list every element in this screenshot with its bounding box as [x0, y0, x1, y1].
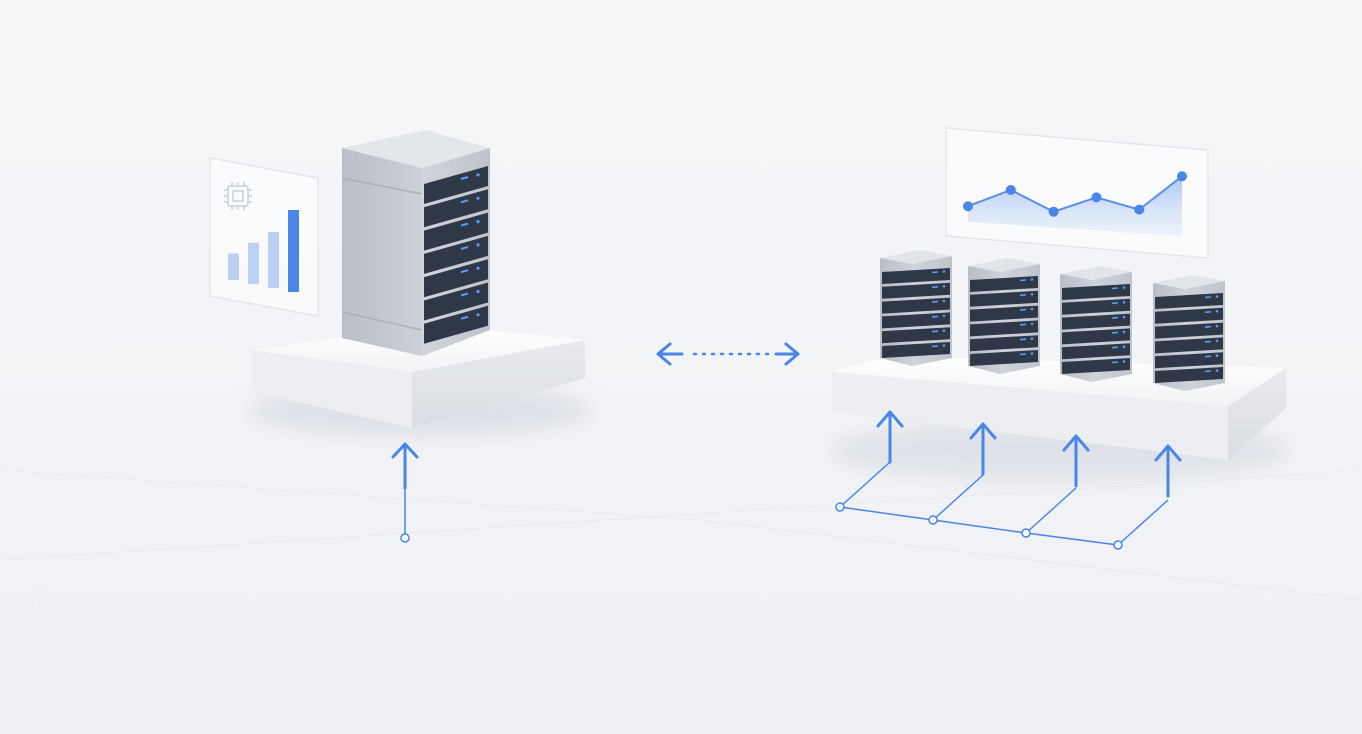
- up-arrow-1: [876, 410, 904, 464]
- drive-bay: [424, 235, 488, 274]
- server-2: [968, 258, 1040, 374]
- drive-bay: [970, 350, 1038, 366]
- drive-bay: [882, 312, 950, 329]
- up-arrow-4: [1154, 444, 1182, 498]
- drive-bay: [1155, 352, 1223, 369]
- drive-bay: [1062, 298, 1130, 315]
- drive-bay: [424, 166, 488, 204]
- server-4: [1153, 275, 1225, 391]
- bidirectional-dotted-arrow: [656, 342, 800, 366]
- large-server-tower: [341, 130, 490, 356]
- point-2: [1005, 184, 1016, 195]
- drive-bay: [1062, 343, 1130, 360]
- floor-grid: [0, 469, 1362, 734]
- bar-4: [288, 210, 299, 292]
- drive-bay: [970, 290, 1038, 307]
- point-3: [1048, 206, 1059, 217]
- right-line-points: [963, 171, 1187, 217]
- bar-1: [228, 253, 239, 280]
- drive-bay: [424, 282, 488, 321]
- point-1: [963, 201, 973, 212]
- drive-bay: [882, 282, 950, 299]
- point-4: [1091, 192, 1102, 203]
- drive-bay: [882, 268, 950, 284]
- drive-bay: [970, 276, 1038, 292]
- drive-bay: [1062, 313, 1130, 330]
- drive-bay: [882, 297, 950, 314]
- up-arrow-3: [1062, 434, 1090, 488]
- right-cluster-group: [830, 127, 1290, 550]
- bar-3: [268, 231, 279, 288]
- drive-bay: [424, 259, 488, 298]
- left-bar-chart: [228, 210, 299, 292]
- drive-bay: [424, 189, 488, 228]
- left-metrics-panel: [209, 157, 319, 317]
- network-nodes: [835, 502, 1123, 550]
- up-arrow-2: [969, 422, 997, 476]
- server-3: [1060, 266, 1132, 382]
- drive-bay: [1062, 358, 1130, 374]
- drive-bay: [970, 335, 1038, 352]
- drive-bay: [1062, 284, 1130, 300]
- left-single-server-group: [209, 130, 590, 543]
- drive-bay: [424, 305, 488, 344]
- server-1: [880, 250, 952, 366]
- drive-bay: [424, 212, 488, 251]
- drive-bay: [1155, 293, 1223, 309]
- point-5: [1134, 204, 1145, 215]
- drive-bay: [1155, 322, 1223, 339]
- drive-bay: [882, 327, 950, 344]
- bar-2: [248, 242, 259, 284]
- drive-bay: [970, 320, 1038, 337]
- drive-bay: [882, 342, 950, 358]
- drive-bay: [1155, 337, 1223, 354]
- network-bus: [839, 461, 1169, 546]
- right-metrics-panel: [945, 127, 1209, 259]
- drive-bay: [1155, 367, 1223, 383]
- server-cluster: [880, 250, 1225, 391]
- drive-bay: [1062, 328, 1130, 345]
- cpu-chip-icon: [224, 182, 252, 210]
- point-6: [1177, 171, 1187, 182]
- right-line-area-fill: [968, 176, 1182, 236]
- left-input-arrow: [391, 442, 419, 543]
- drive-bay: [1155, 307, 1223, 324]
- right-line-series: [967, 175, 1183, 213]
- large-server-drive-bays: [424, 166, 488, 344]
- drive-bay: [970, 305, 1038, 322]
- cluster-input-arrows: [876, 410, 1182, 498]
